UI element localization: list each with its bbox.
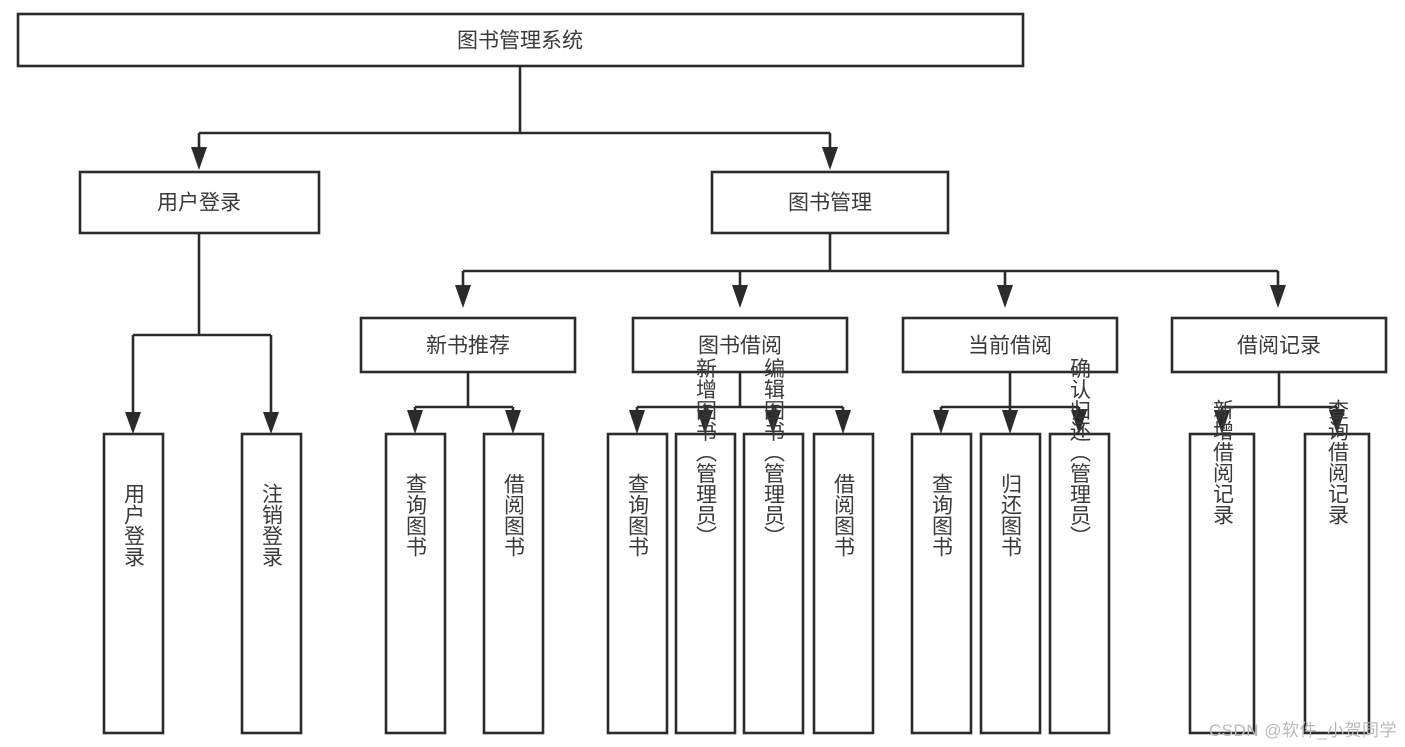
leaf-query-book-3-box[interactable] (910, 432, 973, 735)
connector-root-to-level1 (191, 66, 838, 170)
leaf-query-record[interactable]: 查询借阅记录 (1303, 399, 1371, 735)
node-borrow-record[interactable]: 借阅记录 (1170, 316, 1388, 374)
node-new-book-recommend[interactable]: 新书推荐 (359, 316, 577, 374)
arrow-head-icon (697, 410, 713, 434)
node-book-borrow[interactable]: 图书借阅 (631, 316, 849, 374)
connector-borrow-record-to-leaves (1214, 372, 1345, 434)
arrow-head-icon (822, 147, 838, 170)
node-root-system[interactable]: 图书管理系统 (16, 12, 1025, 68)
node-book-borrow-label: 图书借阅 (698, 335, 782, 358)
node-root-label: 图书管理系统 (457, 30, 583, 53)
leaf-borrow-book-1-box[interactable] (482, 432, 545, 735)
leaf-borrow-book-2[interactable]: 借阅图书 (812, 432, 875, 735)
leaf-user-login-label: 用户登录 (122, 483, 146, 567)
arrow-head-icon (1071, 410, 1087, 434)
leaf-return-book-box[interactable] (979, 432, 1042, 735)
leaf-return-book[interactable]: 归还图书 (979, 432, 1042, 735)
leaf-user-logout-label: 注销登录 (260, 483, 284, 567)
leaf-query-book-1-box[interactable] (384, 432, 447, 735)
arrow-head-icon (263, 412, 279, 434)
arrow-head-icon (125, 412, 141, 434)
arrow-head-icon (407, 410, 423, 434)
arrow-head-icon (1002, 410, 1018, 434)
leaf-query-record-box[interactable] (1303, 432, 1371, 735)
arrow-head-icon (191, 147, 207, 170)
arrow-head-icon (732, 285, 748, 308)
leaf-add-record-label: 新增借阅记录 (1211, 399, 1235, 525)
csdn-watermark: CSDN @软件_小贺同学 (1208, 721, 1397, 740)
arrow-head-icon (835, 410, 851, 434)
connector-user-login-to-leaves (125, 233, 279, 434)
leaf-return-book-label: 归还图书 (999, 473, 1023, 557)
leaf-edit-book-box[interactable] (742, 432, 805, 735)
node-book-management[interactable]: 图书管理 (710, 170, 950, 235)
node-current-borrow[interactable]: 当前借阅 (901, 316, 1119, 374)
leaf-add-record-box[interactable] (1188, 432, 1256, 735)
node-user-login-box[interactable] (78, 170, 321, 235)
node-user-login[interactable]: 用户登录 (78, 170, 321, 235)
node-current-borrow-box[interactable] (901, 316, 1119, 374)
node-root-box[interactable] (16, 12, 1025, 68)
arrow-head-icon (629, 410, 645, 434)
leaf-user-logout-box[interactable] (240, 432, 303, 735)
leaf-query-book-3-label: 查询图书 (930, 473, 954, 557)
arrow-head-icon (997, 285, 1013, 308)
leaf-user-logout[interactable]: 注销登录 (240, 432, 303, 735)
node-new-book-recommend-label: 新书推荐 (426, 335, 510, 358)
leaf-query-book-2-label: 查询图书 (626, 473, 650, 557)
leaf-add-record[interactable]: 新增借阅记录 (1188, 399, 1256, 735)
node-user-login-label: 用户登录 (157, 192, 241, 215)
node-new-book-recommend-box[interactable] (359, 316, 577, 374)
arrow-head-icon (505, 410, 521, 434)
leaf-borrow-book-2-label: 借阅图书 (832, 473, 856, 557)
leaf-query-record-label: 查询借阅记录 (1326, 399, 1350, 525)
leaf-user-login-box[interactable] (102, 432, 165, 735)
leaf-add-book[interactable]: 新增图书（管理员） (674, 358, 737, 735)
node-book-management-label: 图书管理 (788, 192, 872, 215)
connector-book-management-to-level2 (455, 233, 1286, 308)
leaf-borrow-book-1[interactable]: 借阅图书 (482, 432, 545, 735)
arrow-head-icon (1329, 410, 1345, 434)
node-borrow-record-label: 借阅记录 (1237, 335, 1321, 358)
leaf-user-login[interactable]: 用户登录 (102, 432, 165, 735)
leaf-confirm-return-box[interactable] (1048, 432, 1111, 735)
leaf-query-book-2[interactable]: 查询图书 (606, 432, 669, 735)
arrow-head-icon (765, 410, 781, 434)
arrow-head-icon (933, 410, 949, 434)
leaf-query-book-3[interactable]: 查询图书 (910, 432, 973, 735)
leaf-add-book-label: 新增图书（管理员） (694, 358, 718, 547)
connector-book-borrow-to-leaves (629, 372, 851, 434)
connector-new-book-recommend-to-leaves (407, 372, 521, 434)
arrow-head-icon (1270, 285, 1286, 308)
leaf-add-book-box[interactable] (674, 432, 737, 735)
leaf-borrow-book-2-box[interactable] (812, 432, 875, 735)
arrow-head-icon (455, 285, 471, 308)
leaf-query-book-1-label: 查询图书 (404, 473, 428, 557)
leaf-edit-book-label: 编辑图书（管理员） (762, 358, 786, 547)
leaf-confirm-return-label: 确认归还（管理员） (1068, 358, 1092, 547)
leaf-edit-book[interactable]: 编辑图书（管理员） (742, 358, 805, 735)
node-current-borrow-label: 当前借阅 (968, 335, 1052, 358)
connector-current-borrow-to-leaves (933, 372, 1087, 434)
leaf-query-book-1[interactable]: 查询图书 (384, 432, 447, 735)
leaf-confirm-return[interactable]: 确认归还（管理员） (1048, 358, 1111, 735)
node-borrow-record-box[interactable] (1170, 316, 1388, 374)
arrow-head-icon (1214, 410, 1230, 434)
leaf-borrow-book-1-label: 借阅图书 (502, 473, 526, 557)
leaf-query-book-2-box[interactable] (606, 432, 669, 735)
